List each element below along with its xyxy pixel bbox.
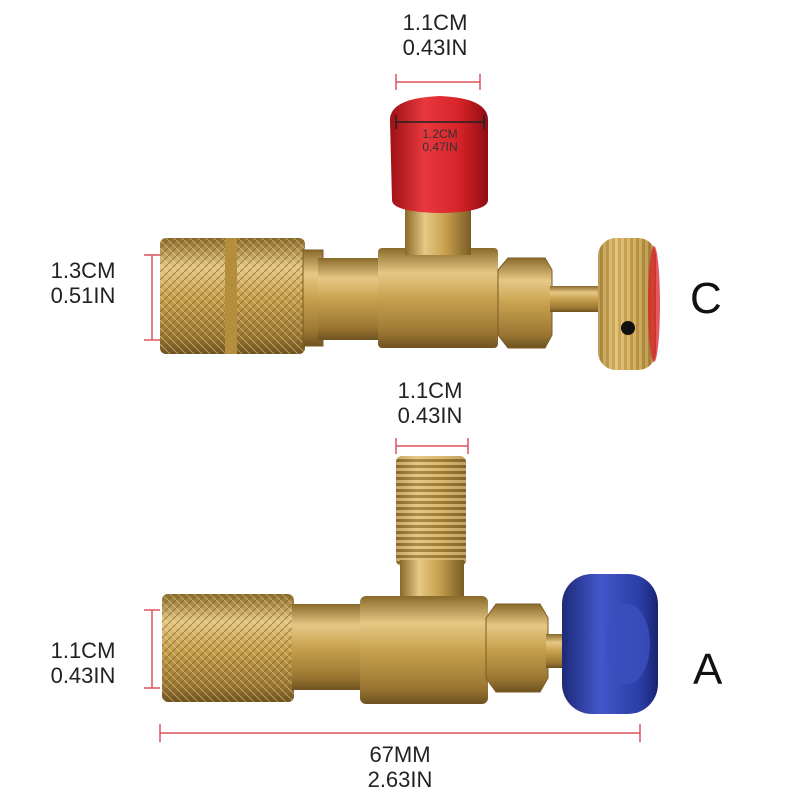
valve-a-top-width-label: 1.1CM 0.43IN	[375, 378, 485, 428]
valve-c-body-height-cm: 1.3CM	[50, 258, 116, 283]
valve-a-length-in: 2.63IN	[367, 767, 433, 792]
valve-a-body	[360, 596, 488, 704]
valve-c-top-width-cm: 1.1CM	[402, 10, 468, 35]
valve-c	[160, 96, 660, 370]
valve-c-top-width-in: 0.43IN	[402, 35, 468, 60]
valve-c-letter: C	[690, 274, 722, 323]
valve-c-body-height-label: 1.3CM 0.51IN	[28, 258, 138, 308]
valve-a-right-hex	[485, 603, 549, 693]
valve-a-body-height-cm: 1.1CM	[50, 638, 116, 663]
valve-a-letter: A	[693, 645, 723, 694]
valve-c-cap-width-cm: 1.2CM	[422, 127, 458, 141]
valve-c-right-hex	[497, 257, 553, 349]
dimension-lines	[144, 74, 641, 742]
valve-a-top-width-in: 0.43IN	[397, 403, 463, 428]
valve-c-cap-width-in: 0.47IN	[422, 140, 458, 154]
valve-c-body-height-in: 0.51IN	[50, 283, 116, 308]
valve-a-top-width-cm: 1.1CM	[397, 378, 463, 403]
valve-a-length-label: 67MM 2.63IN	[340, 742, 460, 792]
valve-a-body-height-label: 1.1CM 0.43IN	[28, 638, 138, 688]
valve-a-length-mm: 67MM	[369, 742, 431, 767]
valve-c-red-cap	[390, 96, 488, 213]
valve-c-cap-width-label: 1.2CM 0.47IN	[400, 128, 480, 154]
valve-c-top-width-label: 1.1CM 0.43IN	[380, 10, 490, 60]
valve-a	[162, 456, 658, 714]
valve-a-body-height-in: 0.43IN	[50, 663, 116, 688]
